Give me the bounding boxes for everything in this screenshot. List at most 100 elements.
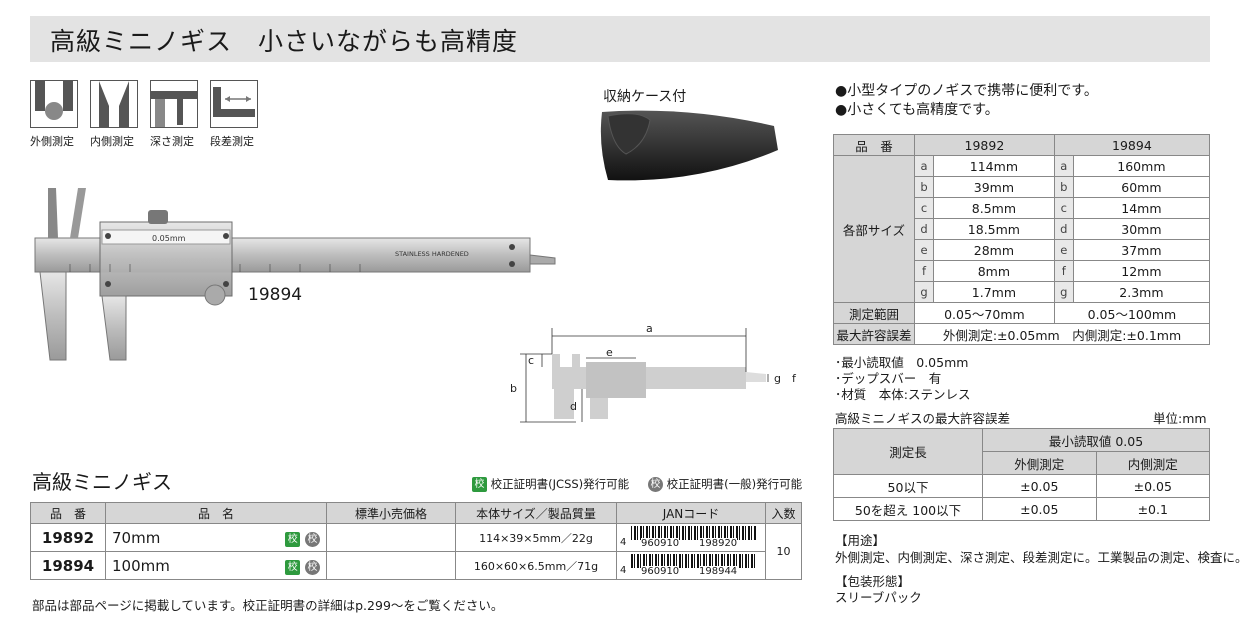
tolerance-table: 測定長 最小読取値 0.05 外側測定 内側測定 50以下 ±0.05 ±0.0…: [833, 428, 1210, 521]
tol-head-inside: 内側測定: [1095, 451, 1210, 475]
prod-jan-cell: 4 960910 198920: [616, 523, 766, 552]
prod-code: 19892: [30, 523, 106, 552]
jan-prefix: 4: [620, 564, 627, 576]
feature-line-1: ●小型タイプのノギスで携帯に便利です。: [835, 83, 1098, 99]
cert-general-icon: 校: [305, 560, 320, 575]
tolerance-title: 高級ミニノギスの最大許容誤差: [835, 411, 1011, 426]
depth-measure-icon: [150, 80, 198, 128]
spec-header-19894: 19894: [1053, 134, 1211, 156]
prod-name: 100mm: [112, 556, 170, 575]
mode-label-depth: 深さ測定: [150, 135, 194, 148]
dim-label-d: d: [570, 400, 577, 413]
spec-letter: c: [1053, 197, 1074, 219]
caliper-model-label: 19894: [248, 285, 303, 305]
jan-digits: 960910: [641, 565, 680, 577]
spec-value: 114mm: [933, 155, 1055, 177]
prod-jan-cell: 4 960910 198944: [616, 551, 766, 580]
tol-len: 50以下: [833, 474, 983, 498]
cert-general-icon: 校: [648, 477, 663, 492]
spec-letter: d: [1053, 218, 1074, 240]
dim-label-g: g: [774, 372, 781, 385]
tol-in: ±0.1: [1095, 497, 1210, 521]
prod-size: 114×39×5mm／22g: [455, 523, 617, 552]
prod-price: [326, 523, 456, 552]
cert-general-note: 校 校正証明書(一般)発行可能: [648, 476, 802, 492]
spec-letter: b: [1053, 176, 1074, 198]
dimension-diagram: a c e b d g f: [510, 322, 797, 423]
spec-range-19892: 0.05〜70mm: [914, 302, 1055, 324]
product-table: 品 番 品 名 標準小売価格 本体サイズ／製品質量 JANコード 入数 1989…: [30, 502, 802, 580]
table-row: 19892 70mm 校 校 114×39×5mm／22g 4 960910 1…: [30, 523, 802, 580]
usage-title: 【用途】: [835, 533, 886, 548]
tol-out: ±0.05: [982, 497, 1097, 521]
spec-letter: c: [914, 197, 934, 219]
spec-letter: a: [914, 155, 934, 177]
prod-header-jan: JANコード: [616, 502, 766, 524]
dim-label-b: b: [510, 382, 517, 395]
spec-letter: e: [1053, 239, 1074, 261]
jan-digits: 198920: [699, 537, 738, 549]
outside-measure-icon: [30, 80, 78, 128]
cert-jcss-icon: 校: [285, 532, 301, 547]
dim-label-c: c: [528, 354, 534, 367]
spec-letter: g: [1053, 281, 1074, 303]
prod-name-cell: 100mm 校 校: [105, 551, 327, 580]
dim-label-a: a: [646, 322, 653, 335]
spec-letter: f: [914, 260, 934, 282]
spec-value: 30mm: [1072, 218, 1211, 240]
spec-value: 60mm: [1072, 176, 1211, 198]
vernier-scale-text: 0.05mm: [152, 234, 186, 243]
prod-qty: 10: [765, 523, 802, 580]
spec-letter: d: [914, 218, 934, 240]
spec-value: 8mm: [933, 260, 1055, 282]
feature-line-2: ●小さくても高精度です。: [835, 102, 999, 118]
spec-value: 12mm: [1072, 260, 1211, 282]
spec-value: 2.3mm: [1072, 281, 1211, 303]
tol-head-outside: 外側測定: [982, 451, 1097, 475]
inside-measure-icon: [90, 80, 138, 128]
tolerance-unit: 単位:mm: [1153, 411, 1207, 426]
prod-name: 70mm: [112, 528, 161, 547]
product-title: 高級ミニノギス: [32, 470, 172, 494]
spec-range-19894: 0.05〜100mm: [1053, 302, 1211, 324]
prod-size: 160×60×6.5mm／71g: [455, 551, 617, 580]
jan-prefix: 4: [620, 536, 627, 548]
table-row: 19894 100mm 校 校 160×60×6.5mm／71g 4 96091…: [30, 551, 802, 580]
cert-jcss-icon: 校: [285, 560, 301, 575]
usage-text: 外側測定、内側測定、深さ測定、段差測定に。工業製品の測定、検査に。: [835, 550, 1243, 565]
spec-value: 28mm: [933, 239, 1055, 261]
note-material: ･材質 本体:ステンレス: [835, 387, 971, 402]
spec-letter: b: [914, 176, 934, 198]
package-text: スリーブパック: [835, 590, 922, 605]
prod-price: [326, 551, 456, 580]
dim-label-e: e: [606, 346, 613, 359]
spec-header-19892: 19892: [914, 134, 1055, 156]
mode-label-step: 段差測定: [210, 135, 254, 148]
package-title: 【包装形態】: [835, 574, 911, 589]
header-bar: 高級ミニノギス 小さいながらも高精度: [30, 16, 1210, 62]
spec-letter: a: [1053, 155, 1074, 177]
caliper-illustration: 0.05mm STAINLESS HARDENED: [34, 188, 556, 361]
prod-header-code: 品 番: [30, 502, 106, 524]
tol-out: ±0.05: [982, 474, 1097, 498]
spec-header-code: 品 番: [833, 134, 915, 156]
note-depth-bar: ･デップスバー 有: [835, 371, 942, 386]
dim-label-f: f: [792, 372, 797, 385]
spec-letter: f: [1053, 260, 1074, 282]
tol-in: ±0.05: [1095, 474, 1210, 498]
cert-jcss-text: 校正証明書(JCSS)発行可能: [490, 477, 630, 491]
cert-general-text: 校正証明書(一般)発行可能: [666, 477, 803, 491]
cert-jcss-icon: 校: [472, 477, 487, 492]
prod-header-size: 本体サイズ／製品質量: [455, 502, 617, 524]
spec-size-label: 各部サイズ: [833, 155, 915, 303]
stainless-text: STAINLESS HARDENED: [395, 250, 469, 258]
mode-label-outside: 外側測定: [30, 135, 74, 148]
jan-digits: 198944: [699, 565, 738, 577]
spec-table: 品 番 19892 19894 各部サイズ a 114mm a 160mm b …: [833, 134, 1211, 345]
spec-value: 160mm: [1072, 155, 1211, 177]
mode-label-inside: 内側測定: [90, 135, 134, 148]
spec-value: 37mm: [1072, 239, 1211, 261]
spec-value: 8.5mm: [933, 197, 1055, 219]
case-illustration: [600, 110, 778, 181]
spec-letter: e: [914, 239, 934, 261]
